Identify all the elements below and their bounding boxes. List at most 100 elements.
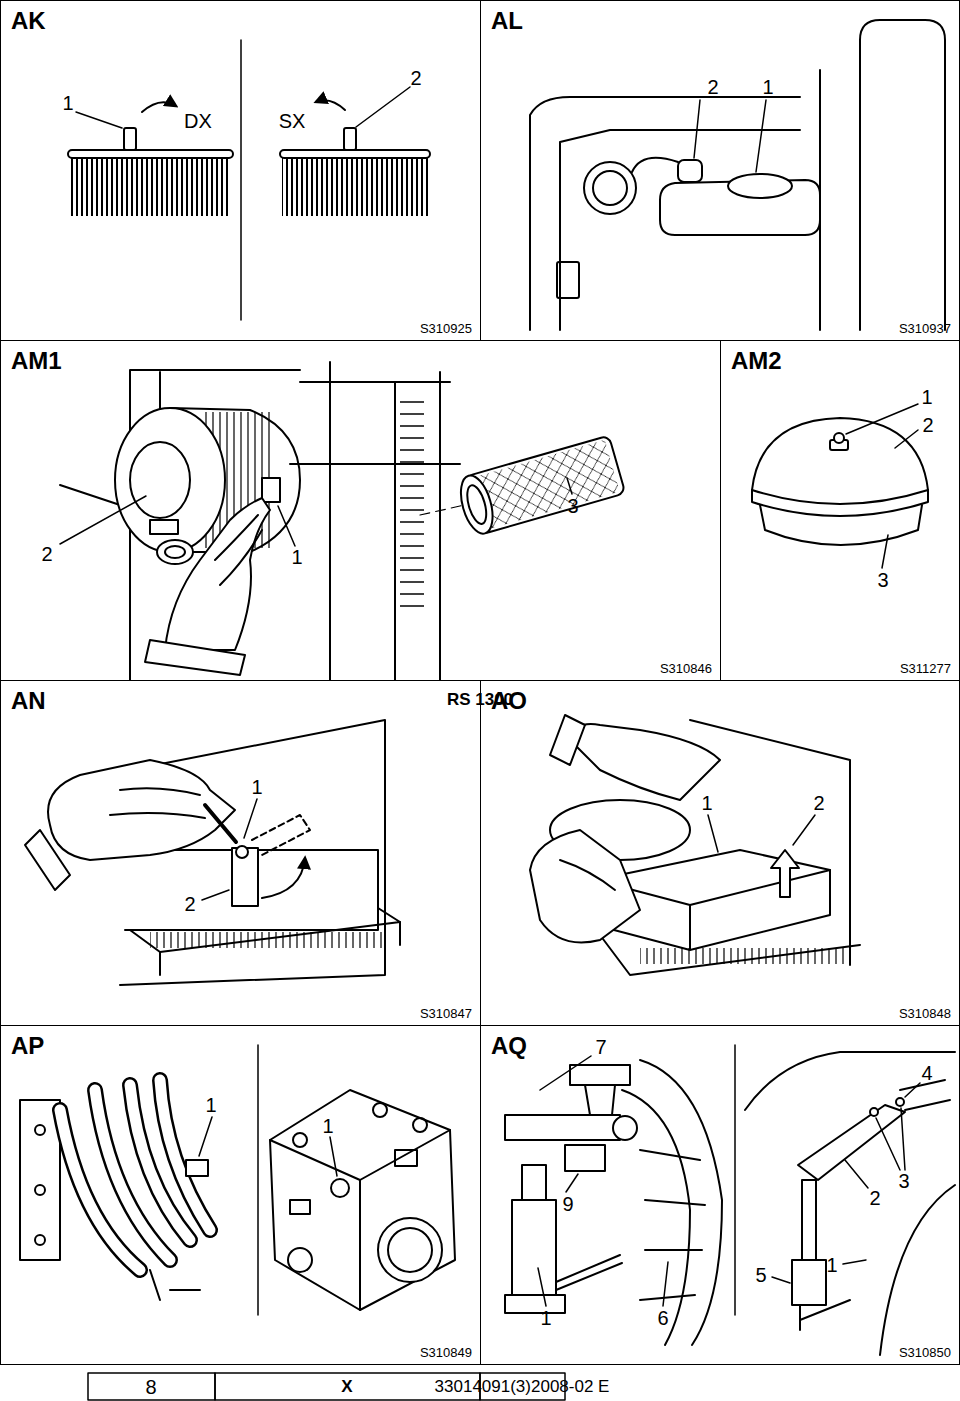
steering-jack-drawing (792, 1260, 826, 1305)
brush-drawing (316, 100, 345, 110)
brush-drawing (280, 150, 430, 158)
coolant-tank-drawing (756, 100, 766, 172)
callout-number: 1 (251, 776, 262, 798)
dome-cover-drawing (752, 418, 928, 490)
air-filter-drawing (262, 478, 280, 502)
steering-jack-drawing (800, 1300, 850, 1330)
brush-drawing (70, 158, 230, 216)
injection-pump-drawing (290, 1200, 310, 1214)
injection-pump-drawing (330, 1137, 337, 1176)
coolant-tank-drawing (593, 171, 627, 205)
injection-pump-drawing (288, 1248, 312, 1272)
injection-pump-drawing (60, 1080, 210, 1270)
coolant-tank-drawing (530, 20, 945, 330)
figure-code: S310849 (420, 1345, 472, 1360)
air-filter-drawing (215, 515, 262, 585)
figure-panel: AM1S310846 (0, 340, 721, 681)
injection-pump-drawing (35, 1235, 45, 1245)
air-filter-drawing (165, 498, 270, 650)
latch-drawing (25, 720, 400, 985)
air-filter-drawing (60, 485, 120, 505)
cover-lift-drawing (771, 850, 799, 897)
injection-pump-drawing (20, 1100, 60, 1260)
steering-jack-drawing (900, 1080, 950, 1110)
air-filter-drawing (475, 440, 620, 529)
latch-drawing (150, 932, 385, 948)
callout-number: 2 (41, 543, 52, 565)
air-filter-drawing (439, 372, 441, 680)
cover-lift-drawing (530, 715, 860, 975)
cover-lift-drawing (560, 860, 615, 890)
steering-jack-drawing (540, 1056, 591, 1090)
injection-pump-drawing (395, 1150, 417, 1166)
latch-drawing (202, 890, 229, 900)
air-filter-drawing (329, 362, 331, 680)
coolant-tank-drawing (584, 162, 636, 214)
callout-number: 1 (921, 386, 932, 408)
latch-drawing (110, 788, 205, 818)
steering-jack-drawing (876, 1118, 900, 1170)
figure-code: S310850 (899, 1345, 951, 1360)
figure-code: S310848 (899, 1006, 951, 1021)
steering-jack-drawing (905, 1083, 920, 1097)
steering-jack-drawing (802, 1180, 816, 1260)
steering-jack-drawing (512, 1200, 556, 1295)
air-filter-drawing (165, 546, 185, 558)
coolant-tank-drawing (678, 160, 702, 182)
steering-jack-drawing (870, 1108, 878, 1116)
air-filter-drawing (278, 506, 295, 546)
figure-panel: ALS310937 (480, 0, 960, 341)
steering-jack-drawing (522, 1165, 546, 1200)
steering-jack-drawing (640, 1150, 705, 1300)
air-filter-drawing (60, 362, 625, 680)
callout-number: 5 (755, 1264, 766, 1286)
injection-pump-drawing (199, 1117, 212, 1156)
cover-lift-drawing (793, 815, 815, 845)
steering-jack-drawing (566, 1174, 578, 1192)
steering-jack-drawing (505, 1115, 620, 1140)
latch-drawing (252, 815, 310, 855)
callout-number: 1 (205, 1094, 216, 1116)
injection-pump-drawing (388, 1228, 432, 1272)
injection-pump-drawing (150, 1270, 200, 1300)
callout-number: 2 (410, 67, 421, 89)
steering-jack-drawing (565, 1145, 605, 1171)
callout-number: 2 (869, 1187, 880, 1209)
steering-jack-drawing (880, 1185, 955, 1355)
injection-pump-drawing (270, 1090, 455, 1310)
air-filter-drawing (60, 496, 146, 544)
latch-drawing (130, 908, 400, 952)
brush-drawing (344, 128, 356, 150)
injection-pump-drawing (378, 1218, 442, 1282)
coolant-tank-drawing (694, 100, 700, 158)
air-filter-drawing (130, 442, 190, 518)
latch-drawing (262, 858, 305, 898)
steering-jack-drawing (505, 1295, 565, 1313)
air-filter-drawing (300, 381, 450, 383)
panel-title: AL (491, 7, 523, 35)
callout-number: 1 (762, 76, 773, 98)
air-filter-drawing (455, 472, 498, 537)
figure-code: S310847 (420, 1006, 472, 1021)
injection-pump-drawing (35, 1125, 45, 1135)
steering-jack-drawing (843, 1260, 866, 1264)
latch-drawing (48, 760, 235, 860)
callout-number: 6 (657, 1307, 668, 1329)
figure-panel: AKS310925 (0, 0, 481, 341)
injection-pump-drawing (331, 1179, 349, 1197)
steering-jack-drawing (556, 1255, 622, 1290)
injection-pump-drawing (293, 1133, 307, 1147)
air-filter-drawing (455, 435, 625, 537)
injection-pump-drawing (270, 1130, 450, 1310)
callout-number: 3 (567, 495, 578, 517)
dome-cover-drawing (882, 535, 888, 568)
figure-panel: AQS310850 (480, 1025, 960, 1365)
air-filter-drawing (290, 463, 460, 465)
callout-number: 1 (291, 546, 302, 568)
injection-pump-drawing (160, 1080, 210, 1230)
cover-lift-drawing (550, 715, 585, 765)
figure-panel: ANS310847 (0, 680, 481, 1026)
brush-drawing (142, 102, 176, 112)
callout-number: 2 (707, 76, 718, 98)
footer-table (88, 1373, 215, 1400)
